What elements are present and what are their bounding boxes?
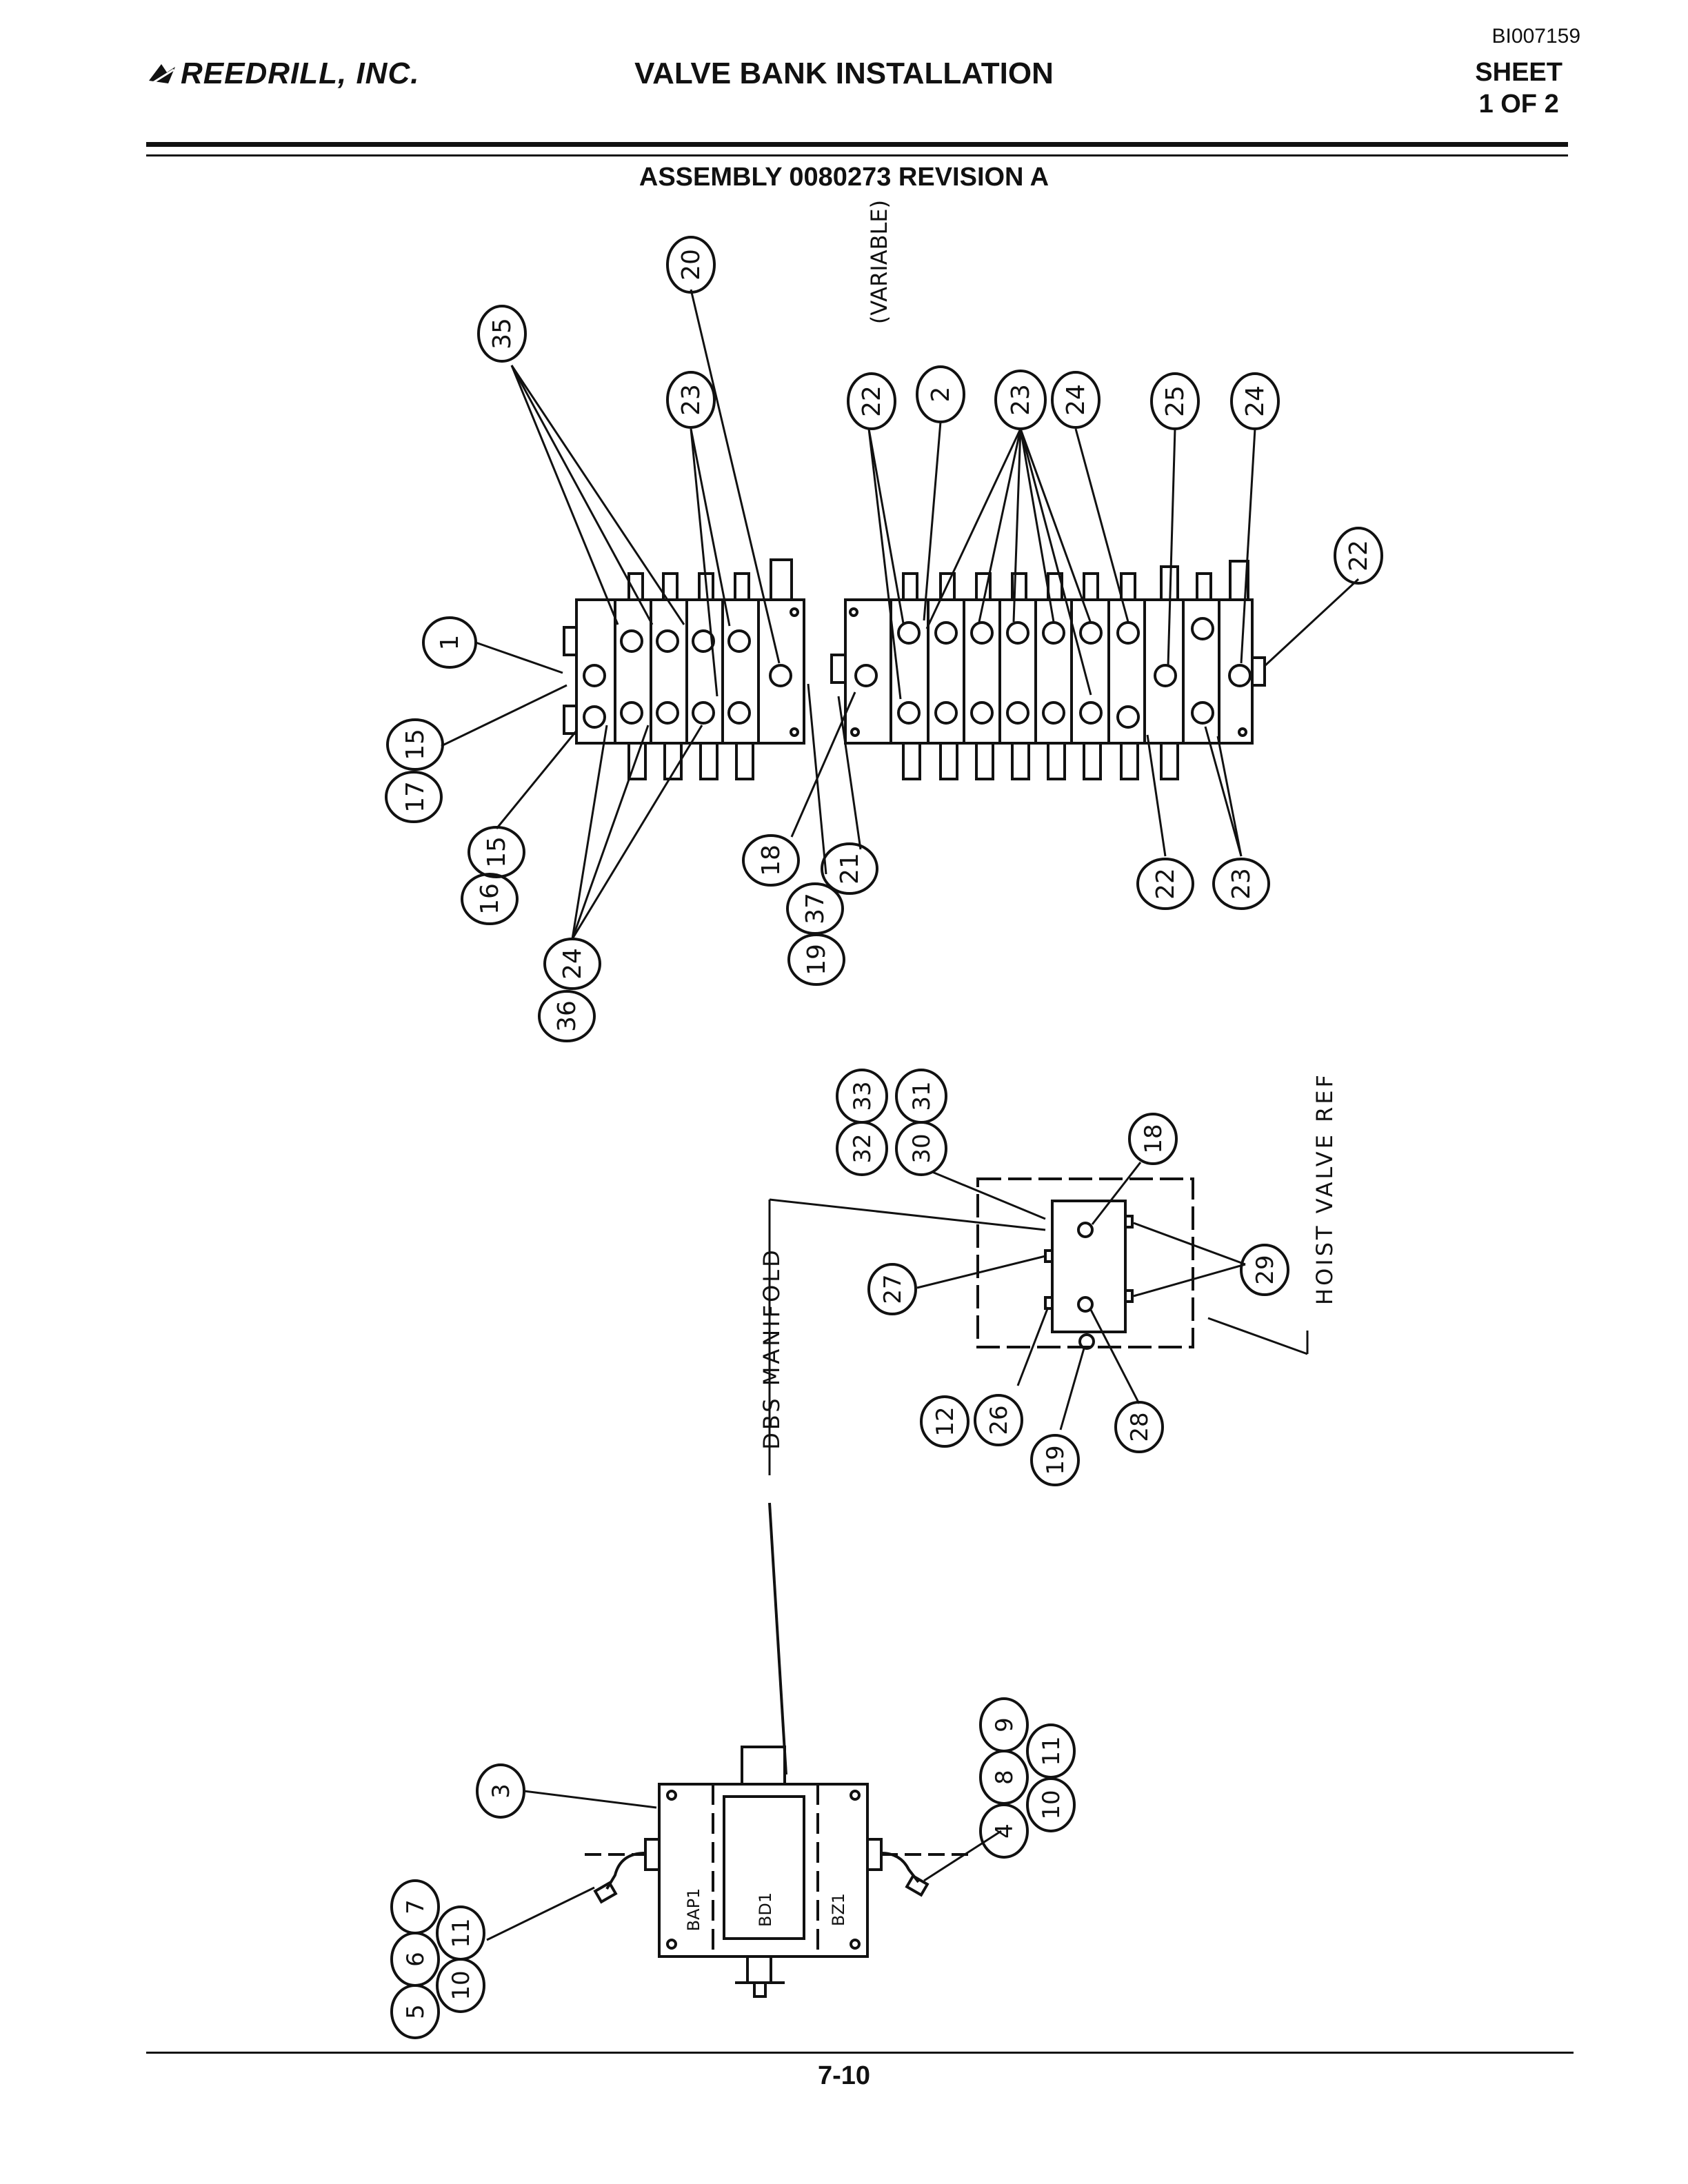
callout-30: 30 — [908, 1133, 936, 1163]
callout-2: 2 — [927, 387, 955, 403]
callout-5: 5 — [402, 2004, 430, 2019]
hoist-valve — [976, 1177, 1194, 1350]
callout-11: 11 — [1038, 1736, 1065, 1766]
callout-23c: 23 — [1227, 868, 1256, 900]
manifold-leaders — [486, 1790, 1002, 1941]
callout-11b: 11 — [448, 1918, 475, 1948]
valve-bank-right — [830, 560, 1266, 780]
hoist-valve-leaders — [768, 1162, 1309, 1475]
variable-note: (VARIABLE) — [866, 200, 892, 324]
assembly-label: ASSEMBLY 0080273 REVISION A — [639, 163, 1049, 192]
callout-10: 10 — [1038, 1790, 1065, 1819]
callout-28: 28 — [1126, 1412, 1154, 1442]
port-label-bap1: BAP1 — [684, 1888, 703, 1932]
sheet-indicator: SHEET 1 OF 2 — [1475, 58, 1563, 119]
callout-15b: 15 — [483, 836, 511, 868]
callout-24: 24 — [1062, 384, 1090, 416]
callout-31: 31 — [908, 1081, 936, 1111]
callout-25: 25 — [1161, 385, 1189, 417]
dbs-manifold — [585, 1502, 975, 1998]
callout-22b: 22 — [1345, 540, 1373, 572]
callout-35: 35 — [488, 318, 516, 350]
callout-1: 1 — [436, 635, 464, 651]
callout-33: 33 — [849, 1081, 876, 1111]
callout-6: 6 — [402, 1952, 430, 1967]
company-name: REEDRILL, INC. — [146, 57, 419, 91]
manifold-callouts — [390, 1697, 1076, 2039]
port-label-bd1: BD1 — [756, 1892, 775, 1927]
callout-23b: 23 — [1007, 384, 1035, 416]
callout-16: 16 — [476, 883, 504, 915]
callout-18h: 18 — [1140, 1124, 1167, 1153]
callout-12: 12 — [932, 1406, 959, 1436]
callout-17: 17 — [401, 781, 430, 813]
page-title: VALVE BANK INSTALLATION — [634, 57, 1054, 90]
valve-bank-left — [563, 558, 805, 780]
callout-22c: 22 — [1152, 868, 1180, 900]
manifold-port-labels: BAP1 BD1 BZ1 — [684, 1888, 848, 1932]
callout-24b: 24 — [1241, 385, 1269, 417]
hoist-valve-callouts — [836, 1069, 1289, 1486]
valve-bank-callout-numbers: 35 20 23 22 2 23 24 25 24 22 1 17 15 15 … — [401, 200, 1373, 1032]
company-logo-icon — [149, 64, 175, 85]
callout-10b: 10 — [448, 1970, 475, 2000]
callout-19: 19 — [803, 944, 831, 975]
callout-15: 15 — [401, 729, 430, 760]
callout-36: 36 — [553, 1000, 581, 1032]
callout-3: 3 — [488, 1783, 515, 1799]
callout-37: 37 — [801, 893, 830, 924]
port-label-bz1: BZ1 — [829, 1893, 848, 1926]
valve-bank-callouts — [385, 236, 1383, 1042]
header-rule — [146, 142, 1568, 147]
callout-24c: 24 — [559, 948, 587, 980]
callout-27: 27 — [879, 1274, 907, 1304]
dbs-manifold-note: DBS MANIFOLD — [758, 1247, 785, 1449]
callout-32: 32 — [849, 1133, 876, 1163]
hoist-callout-numbers: 33 31 32 30 18 29 27 12 26 19 28 HOIST V… — [758, 1072, 1338, 1475]
header-rule-thin — [146, 154, 1568, 156]
callout-18: 18 — [757, 845, 785, 876]
callout-19h: 19 — [1042, 1445, 1069, 1475]
callout-7: 7 — [402, 1899, 430, 1914]
page-number: 7-10 — [817, 2061, 871, 2090]
callout-26: 26 — [985, 1405, 1013, 1435]
callout-22: 22 — [858, 385, 886, 417]
callout-20: 20 — [677, 249, 705, 281]
callout-4: 4 — [991, 1823, 1018, 1839]
callout-29: 29 — [1252, 1255, 1279, 1284]
callout-21: 21 — [836, 853, 864, 884]
document-id: BI007159 — [1491, 25, 1580, 48]
footer-rule — [146, 2052, 1574, 2054]
manifold-callout-numbers: 3 9 8 11 4 10 7 6 11 10 5 — [402, 1717, 1065, 2019]
callout-8: 8 — [991, 1770, 1018, 1785]
callout-9: 9 — [991, 1717, 1018, 1732]
callout-23: 23 — [677, 384, 705, 416]
valve-bank-leaders — [441, 289, 1360, 940]
hoist-valve-ref-note: HOIST VALVE REF — [1312, 1072, 1338, 1305]
